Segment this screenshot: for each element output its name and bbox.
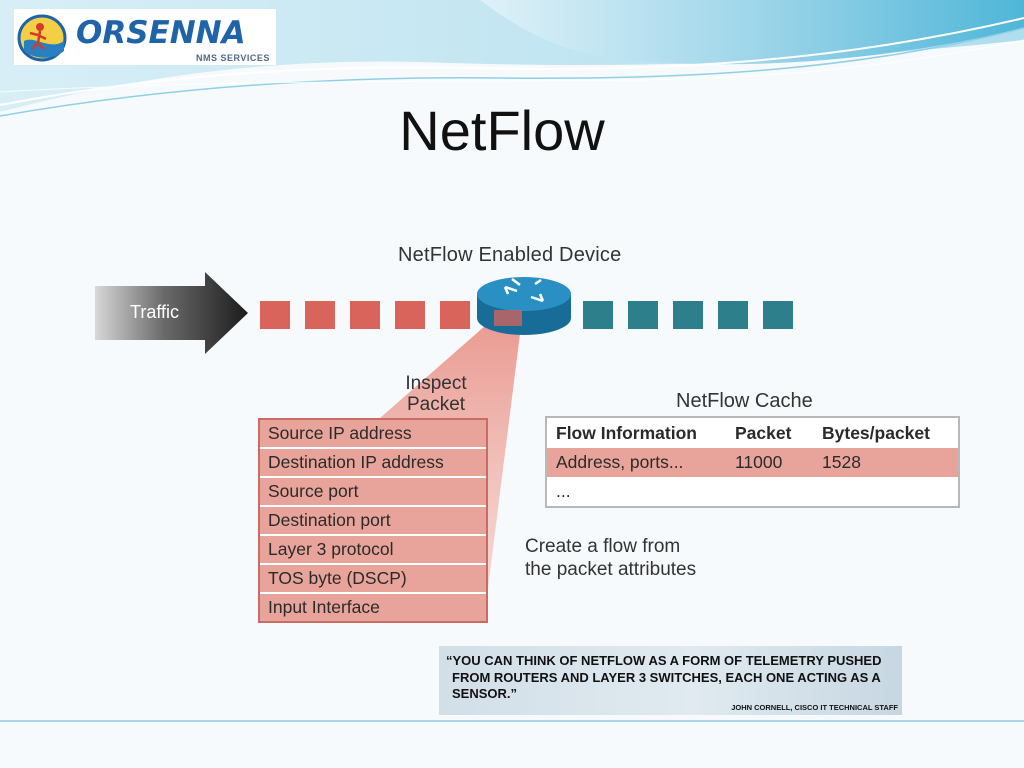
packet-attribute: Source IP address	[260, 420, 486, 449]
outgoing-packet	[628, 301, 658, 329]
table-row: ...	[546, 477, 959, 507]
inspect-packet-label: Inspect Packet	[392, 373, 480, 415]
column-header: Flow Information	[556, 422, 697, 443]
table-row: Address, ports... 11000 1528	[546, 448, 959, 477]
logo-wordmark: ORSENNA	[76, 15, 246, 51]
device-label: NetFlow Enabled Device	[398, 244, 622, 266]
packet-attribute: Input Interface	[268, 597, 380, 617]
table-cell: 11000	[726, 448, 813, 477]
column-header: Bytes/packet	[822, 422, 930, 443]
incoming-packet	[395, 301, 425, 329]
netflow-cache-label: NetFlow Cache	[676, 390, 813, 412]
packet-attribute-list: Source IP address Destination IP address…	[258, 418, 488, 623]
packet-attribute: Layer 3 protocol	[260, 536, 486, 565]
table-cell	[726, 477, 813, 507]
logo-subtitle: NMS SERVICES	[196, 53, 270, 63]
table-cell: Address, ports...	[546, 448, 726, 477]
packet-attribute: Destination port	[260, 507, 486, 536]
create-flow-label: Create a flow from the packet attributes	[525, 535, 696, 581]
packet-attribute: Destination IP address	[260, 449, 486, 478]
create-label-line: Create a flow from	[525, 536, 681, 557]
router-icon	[477, 277, 571, 335]
slide-title: NetFlow	[399, 99, 605, 162]
outgoing-packet	[763, 301, 793, 329]
create-label-line: the packet attributes	[525, 559, 697, 580]
inspect-label-line: Inspect	[405, 373, 467, 394]
footer-divider	[0, 720, 1024, 722]
outgoing-packet	[673, 301, 703, 329]
column-header: Packet	[735, 422, 792, 443]
incoming-packet	[350, 301, 380, 329]
packet-attribute: Source port	[260, 478, 486, 507]
incoming-packet	[440, 301, 470, 329]
quote-box: “YOU CAN THINK OF NETFLOW AS A FORM OF T…	[439, 646, 902, 715]
orsenna-logo: ORSENNA NMS SERVICES	[14, 9, 276, 65]
incoming-packet	[305, 301, 335, 329]
packet-attribute: TOS byte (DSCP)	[260, 565, 486, 594]
netflow-cache-table: Flow Information Packet Bytes/packet Add…	[545, 416, 960, 508]
outgoing-packet	[583, 301, 613, 329]
incoming-packet	[260, 301, 290, 329]
outgoing-packet	[718, 301, 748, 329]
traffic-label: Traffic	[130, 302, 180, 322]
table-cell: ...	[556, 481, 571, 501]
logo-globe-icon	[17, 14, 67, 62]
traffic-arrow	[95, 272, 248, 354]
table-cell	[813, 477, 959, 507]
table-header-row: Flow Information Packet Bytes/packet	[546, 417, 959, 448]
table-cell: 1528	[813, 448, 959, 477]
quote-attribution: JOHN CORNELL, CISCO IT TECHNICAL STAFF	[731, 703, 898, 712]
quote-text: “YOU CAN THINK OF NETFLOW AS A FORM OF T…	[446, 653, 882, 701]
inspect-label-line: Packet	[406, 394, 466, 415]
